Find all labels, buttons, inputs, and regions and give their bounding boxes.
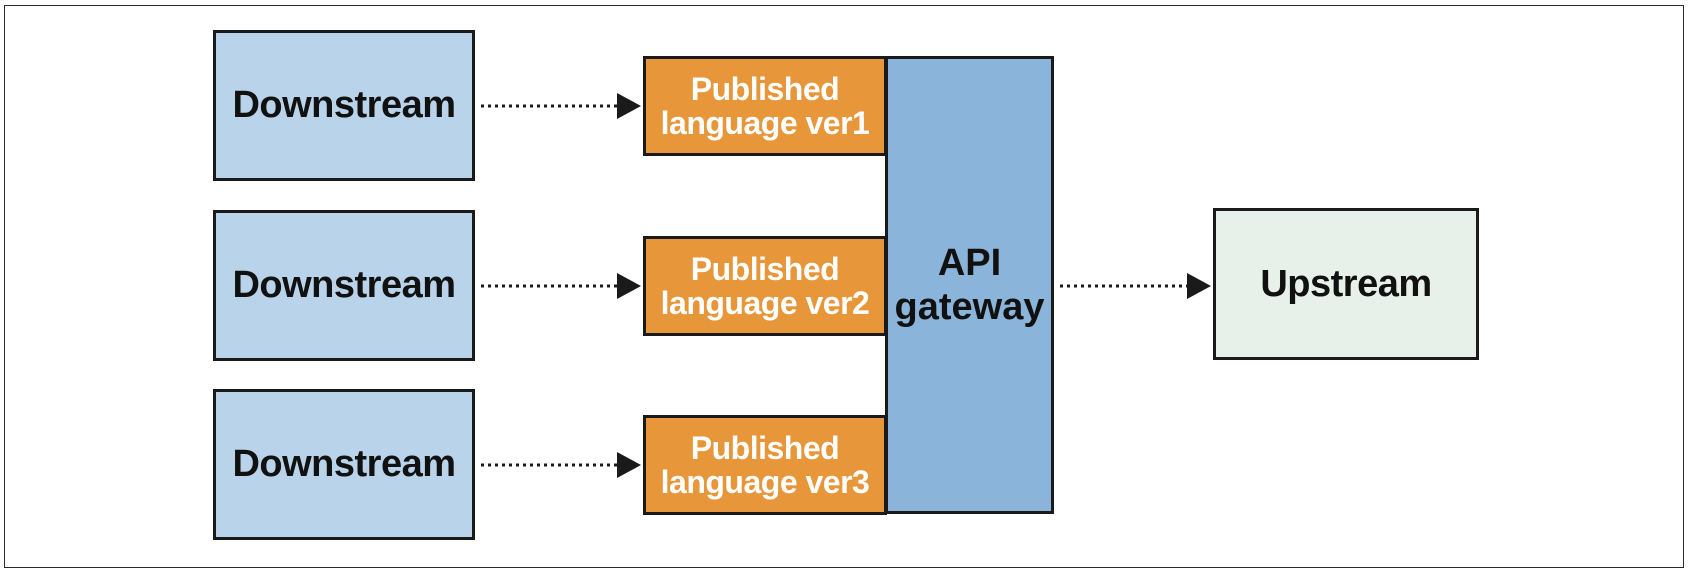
published-language-line1: Published bbox=[690, 71, 840, 107]
arrowhead-2 bbox=[617, 273, 641, 299]
downstream-label: Downstream bbox=[232, 84, 456, 126]
downstream-box-3: Downstream bbox=[213, 389, 475, 540]
arrowhead-1 bbox=[617, 93, 641, 119]
downstream-label: Downstream bbox=[232, 443, 456, 485]
api-gateway-line1: API bbox=[937, 242, 1002, 284]
downstream-label: Downstream bbox=[232, 264, 456, 306]
upstream-box: Upstream bbox=[1213, 208, 1479, 360]
downstream-box-1: Downstream bbox=[213, 30, 475, 181]
published-language-box-2: Published language ver2 bbox=[643, 236, 887, 336]
upstream-label: Upstream bbox=[1260, 262, 1432, 305]
published-language-line1: Published bbox=[690, 430, 840, 466]
downstream-box-2: Downstream bbox=[213, 210, 475, 361]
published-language-line2: language ver2 bbox=[660, 285, 870, 321]
published-language-line1: Published bbox=[690, 251, 840, 287]
api-gateway-box: API gateway bbox=[885, 56, 1054, 514]
published-language-box-1: Published language ver1 bbox=[643, 56, 887, 156]
api-gateway-line2: gateway bbox=[894, 286, 1045, 328]
arrowhead-4 bbox=[1187, 273, 1211, 299]
published-language-line2: language ver1 bbox=[660, 105, 870, 141]
arrowhead-3 bbox=[617, 452, 641, 478]
published-language-line2: language ver3 bbox=[660, 464, 870, 500]
